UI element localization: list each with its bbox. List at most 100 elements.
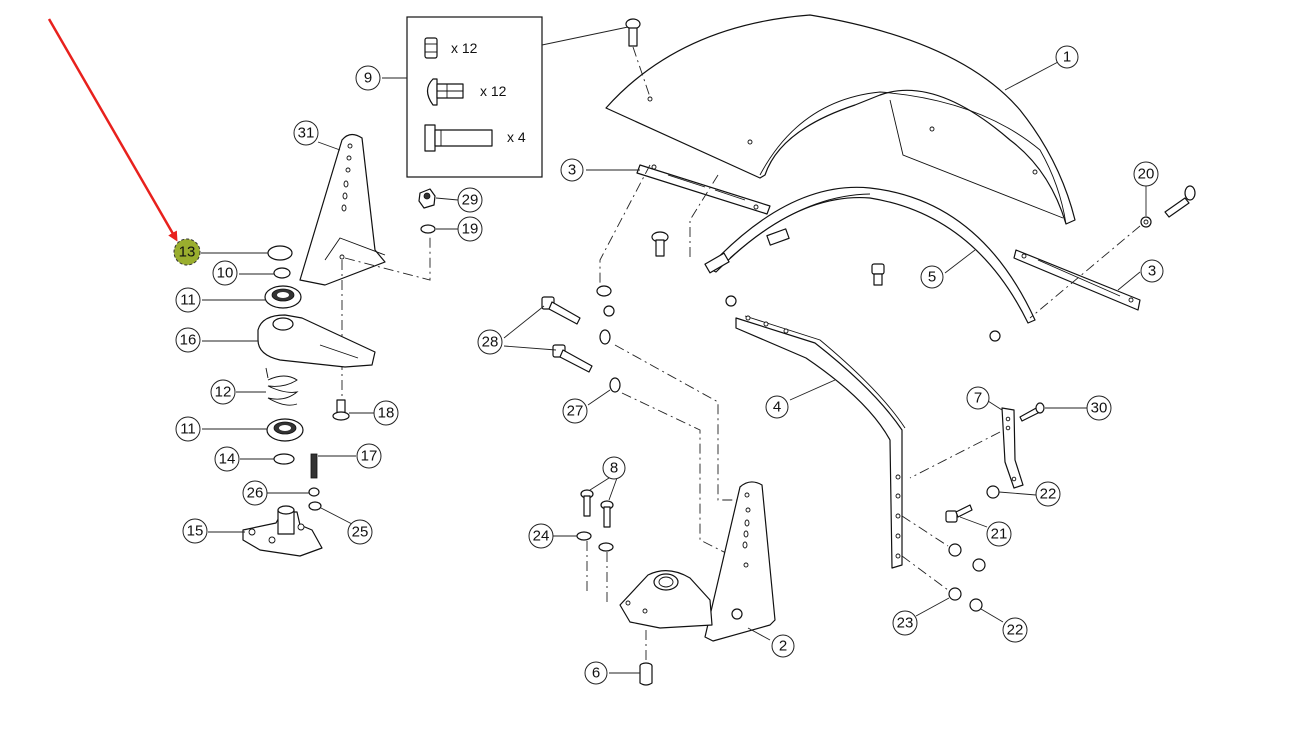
washer-upper <box>596 285 612 297</box>
nut-22a <box>986 485 1000 499</box>
svg-text:17: 17 <box>361 448 378 465</box>
bolt-18 <box>332 399 350 421</box>
callout-9[interactable]: 9 <box>355 65 381 91</box>
o-ring-14 <box>273 453 295 465</box>
svg-text:25: 25 <box>352 524 369 541</box>
callout-31[interactable]: 31 <box>293 120 319 146</box>
callout-20[interactable]: 20 <box>1133 161 1159 187</box>
svg-text:16: 16 <box>180 332 197 349</box>
callout-28[interactable]: 28 <box>477 329 503 355</box>
fender-support-arm <box>735 315 906 569</box>
svg-text:1: 1 <box>1063 49 1071 66</box>
svg-text:2: 2 <box>779 638 787 655</box>
callout-16[interactable]: 16 <box>175 327 201 353</box>
callout-2[interactable]: 2 <box>771 634 795 658</box>
washer-25 <box>308 501 322 511</box>
washer-28 <box>599 329 611 345</box>
slotted-strap-right <box>1013 249 1141 311</box>
callout-30[interactable]: 30 <box>1086 395 1112 421</box>
callout-8[interactable]: 8 <box>602 456 626 480</box>
callout-21[interactable]: 21 <box>986 521 1012 547</box>
callout-3-upper[interactable]: 3 <box>560 158 584 182</box>
callout-18[interactable]: 18 <box>373 400 399 426</box>
svg-text:30: 30 <box>1091 400 1108 417</box>
hex-bolt-mid <box>871 263 885 286</box>
carriage-bolt-mid <box>651 231 669 257</box>
mounting-bracket-assembly <box>619 481 776 642</box>
callout-26[interactable]: 26 <box>242 480 268 506</box>
svg-text:11: 11 <box>180 421 196 438</box>
fender-cover <box>605 14 1076 225</box>
bracket-strap <box>909 402 1045 489</box>
svg-text:27: 27 <box>567 403 584 420</box>
hex-bolt-icon <box>424 124 493 152</box>
svg-text:6: 6 <box>592 665 600 682</box>
kit-qty-nut: x 12 <box>451 40 478 56</box>
nut-26 <box>308 487 320 497</box>
washer-24 <box>576 531 592 541</box>
bushing <box>639 662 653 686</box>
spring-12 <box>265 367 299 406</box>
callout-27[interactable]: 27 <box>562 398 588 424</box>
leader-lines <box>201 61 1147 674</box>
callout-13[interactable]: 13 <box>173 238 201 266</box>
callout-3-right[interactable]: 3 <box>1140 259 1164 283</box>
kit-qty-hex-bolt: x 4 <box>507 129 526 145</box>
svg-text:13: 13 <box>179 244 196 261</box>
pointer-arrow <box>47 18 178 242</box>
svg-text:5: 5 <box>928 269 936 286</box>
callout-29[interactable]: 29 <box>457 187 483 213</box>
stud-17 <box>310 453 318 479</box>
svg-text:20: 20 <box>1138 166 1155 183</box>
svg-text:12: 12 <box>215 384 232 401</box>
fender-rib <box>704 186 1036 324</box>
nut-upper <box>603 305 615 317</box>
nut-22b <box>969 598 983 612</box>
bolts-8 <box>580 489 614 528</box>
callout-17[interactable]: 17 <box>356 443 382 469</box>
svg-text:22: 22 <box>1007 622 1024 639</box>
svg-text:24: 24 <box>533 528 550 545</box>
carriage-bolt-icon <box>426 78 464 106</box>
callout-11-lower[interactable]: 11 <box>175 416 201 442</box>
callout-14[interactable]: 14 <box>214 446 240 472</box>
callout-24[interactable]: 24 <box>528 523 554 549</box>
callout-23[interactable]: 23 <box>892 610 918 636</box>
callout-22-lower[interactable]: 22 <box>1002 617 1028 643</box>
svg-text:8: 8 <box>610 460 618 477</box>
svg-text:10: 10 <box>217 265 234 282</box>
bracket-31 <box>299 133 386 286</box>
kit-qty-carriage-bolt: x 12 <box>480 83 507 99</box>
bolt-21 <box>945 504 973 523</box>
svg-text:4: 4 <box>773 399 781 416</box>
callout-10[interactable]: 10 <box>212 260 238 286</box>
callout-25[interactable]: 25 <box>347 519 373 545</box>
bearing-11-upper <box>264 285 302 309</box>
washer-19 <box>420 224 436 234</box>
callout-1[interactable]: 1 <box>1055 45 1079 69</box>
callout-15[interactable]: 15 <box>182 518 208 544</box>
callout-4[interactable]: 4 <box>765 395 789 419</box>
callout-12[interactable]: 12 <box>210 379 236 405</box>
callout-11-upper[interactable]: 11 <box>175 287 201 313</box>
svg-text:26: 26 <box>247 485 264 502</box>
svg-text:3: 3 <box>1148 263 1156 280</box>
callout-19[interactable]: 19 <box>457 216 483 242</box>
base-plate-15 <box>242 505 323 557</box>
callout-5[interactable]: 5 <box>920 265 944 289</box>
callout-6[interactable]: 6 <box>584 661 608 685</box>
callout-22-upper[interactable]: 22 <box>1035 481 1061 507</box>
svg-text:21: 21 <box>991 526 1008 543</box>
callout-7[interactable]: 7 <box>966 386 990 410</box>
svg-text:15: 15 <box>187 523 204 540</box>
svg-text:14: 14 <box>219 451 236 468</box>
pivot-arm-16 <box>257 314 376 368</box>
nut-10 <box>273 267 291 279</box>
washer-24b <box>598 542 614 552</box>
svg-text:19: 19 <box>462 221 479 238</box>
washer-23 <box>948 587 962 601</box>
svg-text:31: 31 <box>298 125 315 142</box>
lock-nut-29 <box>418 188 436 209</box>
washer-27 <box>609 377 621 393</box>
